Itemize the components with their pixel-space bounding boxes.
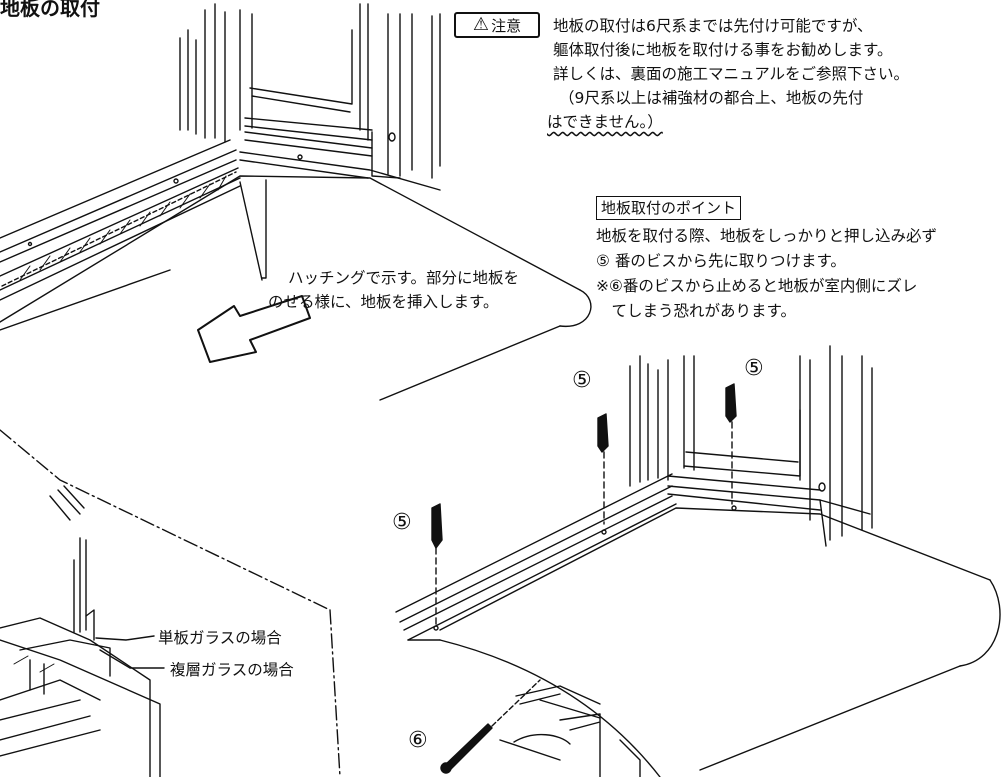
upper-frame-drawing bbox=[0, 3, 592, 777]
caution-line: （9尺系以上は補強材の都合上、地板の先付 bbox=[553, 86, 909, 110]
hatch-note-line: のせる様に、地板を挿入します。 bbox=[268, 293, 499, 311]
point-line: ※⑥番のビスから止めると地板が室内側にズレ bbox=[596, 277, 918, 295]
point-line: てしまう恐れがあります。 bbox=[596, 302, 796, 320]
caution-line: はできません。） bbox=[547, 110, 909, 134]
screw-number-5: ⑤ bbox=[392, 510, 412, 535]
caution-line: 地板の取付は6尺系までは先付け可能ですが、 bbox=[553, 17, 873, 35]
points-heading: 地板取付のポイント bbox=[596, 196, 742, 220]
caution-line: 軀体取付後に地板を取付ける事をお勧めします。 bbox=[553, 41, 893, 59]
warning-triangle-icon: ⚠ bbox=[472, 14, 490, 35]
caution-text: 地板の取付は6尺系までは先付け可能ですが、 軀体取付後に地板を取付ける事をお勧め… bbox=[547, 14, 910, 134]
hatch-marks bbox=[19, 175, 227, 281]
screw-icon bbox=[597, 413, 609, 525]
screw-number-5: ⑤ bbox=[572, 368, 592, 393]
hatch-note-line: ハッチングで示す。部分に地板を bbox=[288, 269, 519, 287]
single-glass-label: 単板ガラスの場合 bbox=[158, 629, 282, 647]
screw-number-5: ⑤ bbox=[744, 356, 764, 381]
screw-number-6: ⑥ bbox=[408, 728, 428, 753]
glass-detail-drawing bbox=[0, 485, 165, 777]
screw-icon bbox=[431, 503, 443, 627]
screw-icon bbox=[725, 383, 737, 505]
caution-line-text: はできません。） bbox=[547, 113, 663, 131]
caution-line-text: （9尺系以上は補強材の都合上、地板の先付 bbox=[559, 89, 864, 107]
screw-icon bbox=[440, 679, 541, 774]
hatch-note: ハッチングで示す。部分に地板を のせる様に、地板を挿入します。 bbox=[268, 266, 519, 314]
insert-arrow-icon bbox=[197, 295, 311, 363]
caution-line: 詳しくは、裏面の施工マニュアルをご参照下さい。 bbox=[553, 65, 910, 83]
caution-badge: ⚠ 注意 bbox=[454, 12, 540, 38]
lower-frame-drawing bbox=[395, 345, 1001, 777]
point-line: ⑤ 番のビスから先に取りつけます。 bbox=[596, 252, 846, 270]
points-text: 地板を取付る際、地板をしっかりと押し込み必ず ⑤ 番のビスから先に取りつけます。… bbox=[596, 224, 937, 324]
double-glass-label: 複層ガラスの場合 bbox=[170, 661, 294, 679]
page-title: 地板の取付 bbox=[0, 0, 100, 20]
point-line: 地板を取付る際、地板をしっかりと押し込み必ず bbox=[596, 227, 938, 245]
caution-label: 注意 bbox=[491, 16, 522, 35]
